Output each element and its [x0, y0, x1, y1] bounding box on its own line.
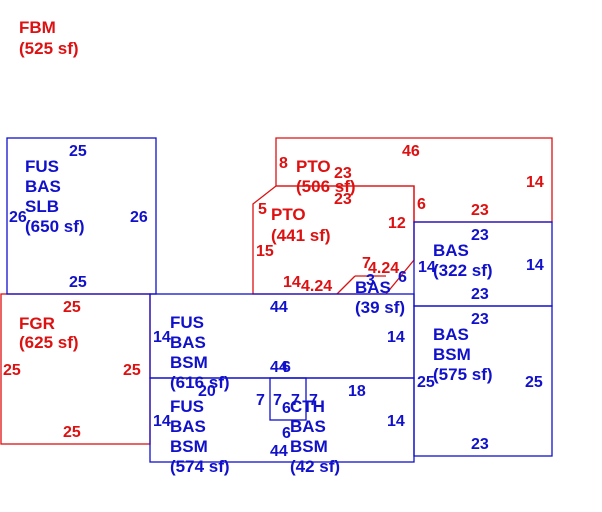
dimension-label: 23: [334, 165, 352, 182]
dimension-label: 8: [279, 155, 288, 172]
area-label-pto-506: PTO (506 sf): [296, 157, 356, 196]
dimension-label: 14: [418, 259, 436, 276]
area-label-fus-616: FUS BAS BSM (616 sf): [170, 313, 230, 392]
dimension-label: 14: [526, 174, 544, 191]
dimension-label: 15: [256, 243, 274, 260]
dimension-label: 6: [398, 269, 407, 286]
dimension-label: 44: [270, 443, 288, 460]
dimension-label: 5: [258, 201, 267, 218]
area-label-bas-322: BAS (322 sf): [433, 241, 493, 280]
area-label-fus-574: FUS BAS BSM (574 sf): [170, 397, 230, 476]
dimension-label: 46: [402, 143, 420, 160]
dimension-label: 6: [282, 400, 291, 417]
dimension-label: 14: [526, 257, 544, 274]
dimension-label: 23: [471, 227, 489, 244]
dimension-label: 44: [270, 299, 288, 316]
dimension-label: 23: [334, 191, 352, 208]
area-label-pto-441: PTO (441 sf): [271, 205, 331, 245]
fus-slb-outline: [6, 137, 157, 295]
dimension-label: 14: [387, 329, 405, 346]
dimension-label: 25: [417, 374, 435, 391]
dimension-label: 25: [63, 424, 81, 441]
dimension-label: 6: [282, 359, 291, 376]
dimension-label: 44: [270, 359, 288, 376]
area-label-cth: CTH BAS BSM (42 sf): [290, 397, 340, 476]
cth-outline: [269, 377, 307, 421]
dimension-label: 25: [69, 274, 87, 291]
dimension-label: 4.24: [368, 260, 399, 277]
dimension-label: 7: [362, 255, 371, 272]
dimension-label: 26: [9, 209, 27, 226]
area-label-fgr: FGR (625 sf): [19, 314, 79, 352]
dimension-label: 7: [309, 392, 318, 409]
dimension-label: 14: [387, 413, 405, 430]
dimension-label: 25: [63, 299, 81, 316]
area-label-bas-575: BAS BSM (575 sf): [433, 325, 493, 384]
dimension-label: 7: [291, 392, 300, 409]
dimension-label: 25: [123, 362, 141, 379]
area-label-fbm: FBM (525 sf): [19, 18, 79, 58]
dimension-label: 7: [273, 392, 282, 409]
dimension-label: 7: [256, 392, 265, 409]
dimension-label: 14: [153, 329, 171, 346]
dimension-label: 14: [153, 413, 171, 430]
dimension-labels: 25 26 26 25 46 14 8 23 23 5 6 23 12 15 1…: [3, 143, 544, 460]
dimension-label: 25: [525, 374, 543, 391]
dimension-label: 25: [69, 143, 87, 160]
area-label-fus-slb: FUS BAS SLB (650 sf): [25, 157, 85, 236]
dimension-label: 18: [348, 383, 366, 400]
dimension-label: 20: [198, 383, 216, 400]
blue-outlines: [6, 137, 553, 463]
dimension-label: 6: [417, 196, 426, 213]
dimension-label: 4.24: [301, 278, 332, 295]
dimension-label: 26: [130, 209, 148, 226]
area-label-bas-39: BAS (39 sf): [355, 278, 405, 317]
pto-diagonal-1: [336, 275, 356, 295]
dimension-label: 6: [282, 425, 291, 442]
dimension-label: 23: [471, 436, 489, 453]
dimension-label: 25: [3, 362, 21, 379]
dimension-label: 23: [471, 311, 489, 328]
dimension-label: 12: [388, 215, 406, 232]
dimension-label: 23: [471, 202, 489, 219]
dimension-label: 23: [471, 286, 489, 303]
dimension-label: 14: [283, 274, 301, 291]
area-labels: FBM (525 sf) FUS BAS SLB (650 sf) PTO (5…: [19, 18, 493, 476]
dimension-label: 3: [366, 272, 375, 289]
